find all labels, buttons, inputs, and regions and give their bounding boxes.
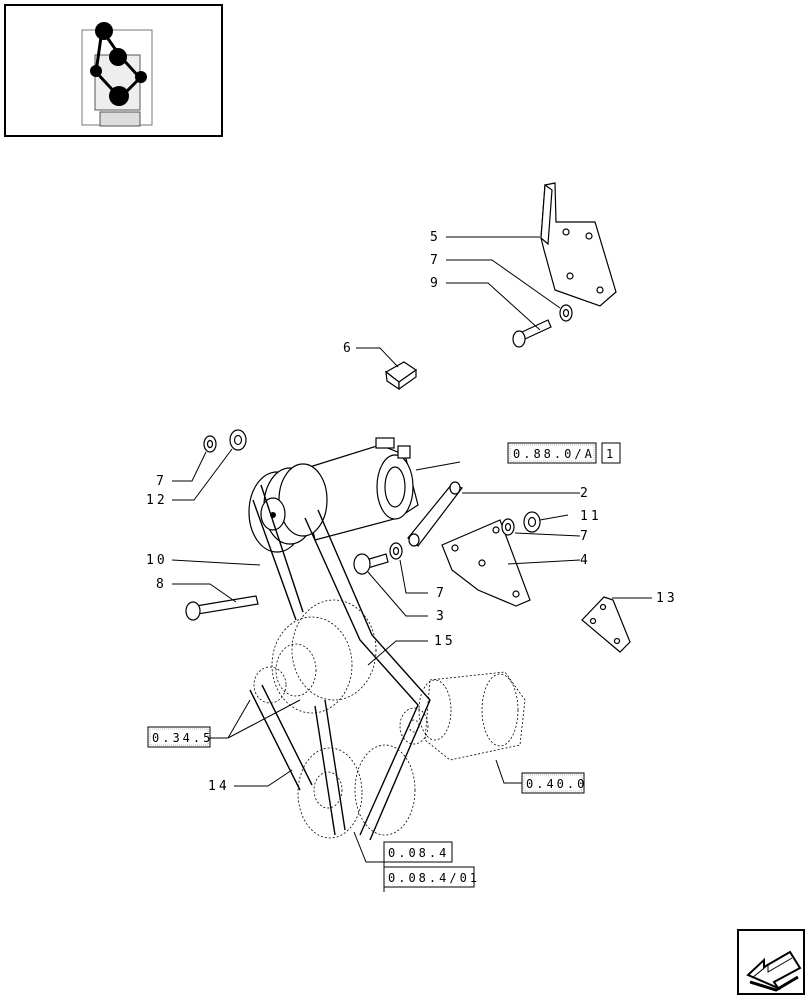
engine-thumbnail[interactable] (4, 4, 223, 137)
svg-text:0.40.0: 0.40.0 (526, 777, 587, 791)
callout-10: 10 (146, 553, 168, 568)
mounting-bracket-5 (540, 182, 617, 307)
reference-link-0084[interactable]: 0.08.4 (383, 841, 453, 863)
washer-7-upper (559, 304, 573, 322)
previous-page-arrow-icon (746, 950, 802, 992)
leader-lines (171, 236, 652, 863)
callout-7: 7 (580, 529, 591, 544)
callout-labels: 5 7 9 6 7 12 10 8 2 11 7 4 7 3 13 15 14 (146, 230, 678, 794)
callout-13: 13 (656, 591, 678, 606)
engine-overview-thumbnail-icon (81, 22, 153, 127)
svg-text:1: 1 (606, 447, 616, 461)
spacer-12 (229, 429, 247, 451)
bolt-3 (353, 553, 389, 575)
bracket-4 (441, 519, 531, 607)
callout-15: 15 (434, 634, 456, 649)
adjusting-link-2 (407, 481, 463, 547)
callout-12: 12 (146, 493, 168, 508)
callout-2: 2 (580, 486, 591, 501)
reference-page-1[interactable]: 1 (601, 442, 621, 464)
svg-text:0.08.4: 0.08.4 (388, 846, 449, 860)
svg-text:0.34.5: 0.34.5 (152, 731, 213, 745)
bolt-9 (512, 319, 552, 348)
starter-motor (418, 671, 526, 761)
previous-page-button[interactable] (737, 929, 805, 995)
callout-9: 9 (430, 276, 441, 291)
callout-7: 7 (430, 253, 441, 268)
ac-compressor (248, 437, 419, 553)
belt-15 (304, 509, 431, 841)
crankshaft-pulley (297, 744, 416, 839)
plate-13 (581, 596, 631, 653)
bolt-8 (185, 595, 259, 621)
block-6 (384, 361, 418, 391)
fan-pulley (253, 599, 377, 714)
belt-10 (252, 484, 304, 621)
callout-4: 4 (580, 553, 591, 568)
reference-link-008401[interactable]: 0.08.4/01 (383, 866, 480, 888)
reference-link-0880A[interactable]: 0.88.0/A (507, 442, 597, 464)
callout-6: 6 (343, 341, 354, 356)
washer-7-mid (389, 542, 403, 560)
washer-7-left (203, 435, 217, 453)
belt-14 (249, 684, 346, 836)
callout-11: 11 (580, 509, 602, 524)
reference-link-0345[interactable]: 0.34.5 (147, 726, 213, 748)
callout-14: 14 (208, 779, 230, 794)
callout-7: 7 (156, 474, 167, 489)
callout-3: 3 (436, 609, 447, 624)
nut-11 (523, 511, 541, 533)
svg-text:0.08.4/01: 0.08.4/01 (388, 871, 480, 885)
reference-link-0400[interactable]: 0.40.0 (521, 772, 587, 794)
callout-5: 5 (430, 230, 441, 245)
washer-7-right (501, 518, 515, 536)
callout-7: 7 (436, 586, 447, 601)
svg-text:0.88.0/A: 0.88.0/A (513, 447, 595, 461)
callout-8: 8 (156, 577, 167, 592)
